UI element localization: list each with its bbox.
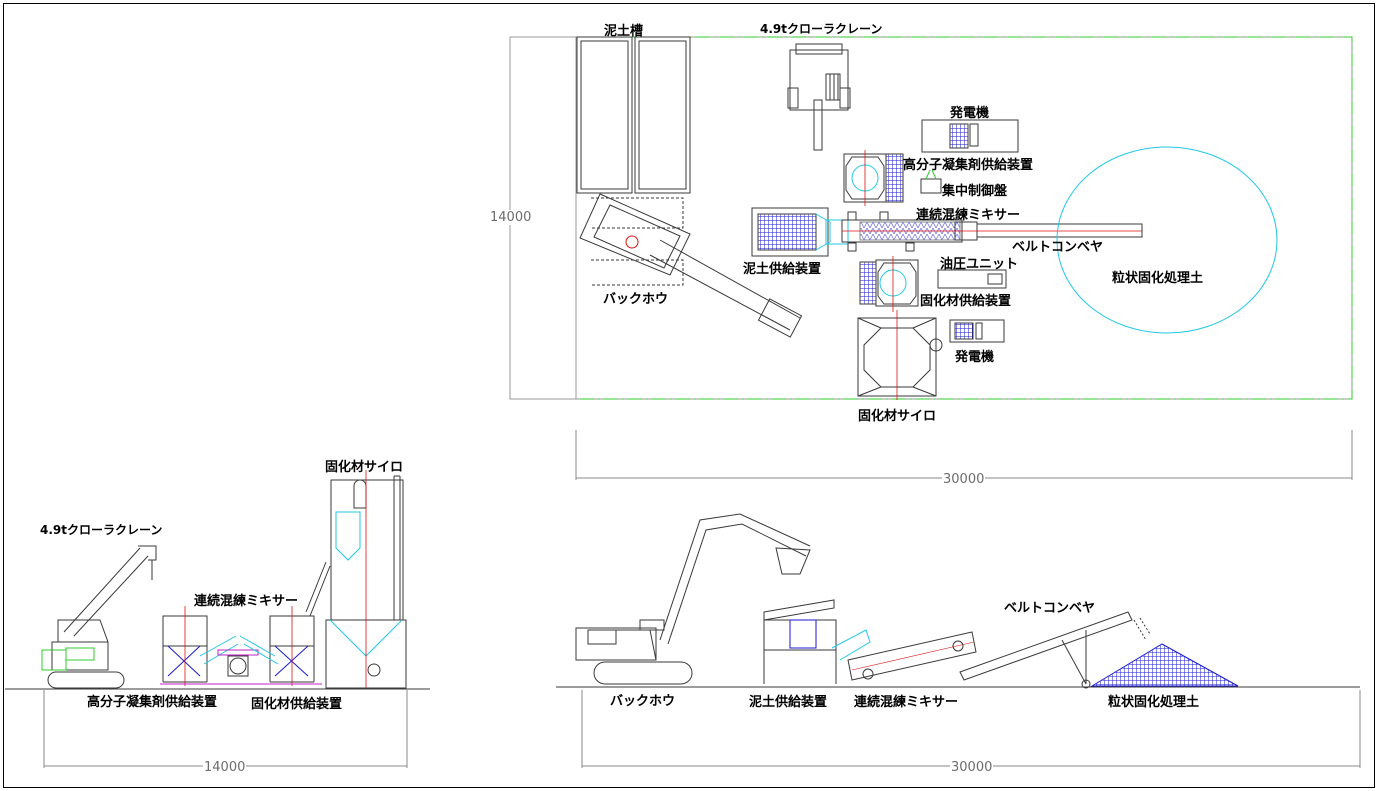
- mud-tank-shape: [576, 36, 691, 194]
- silo-plan-label: 固化材サイロ: [858, 409, 937, 424]
- side-width-dimension: 14000: [203, 760, 247, 775]
- plan-width-dimension: 30000: [942, 472, 986, 487]
- mixer-side-label: 連続混練ミキサー: [194, 594, 299, 609]
- belt-conveyor-plan-label: ベルトコンベヤ: [1012, 240, 1104, 255]
- generator-top-label: 発電機: [950, 106, 990, 121]
- silo-plan-shape: [857, 310, 943, 400]
- treated-soil-side-label: 粒状固化処理土: [1108, 695, 1200, 710]
- backhoe-side-shape: [575, 513, 811, 685]
- belt-conveyor-side-shape: [959, 611, 1133, 689]
- backhoe-plan-shape: [579, 193, 803, 338]
- treated-soil-plan-shape: [1056, 146, 1278, 334]
- plan-height-dimension: 14000: [489, 210, 533, 225]
- backhoe-side-label: バックホウ: [610, 694, 676, 709]
- solidifier-feeder-side-label: 固化材供給装置: [251, 697, 343, 712]
- side-elevation: [5, 470, 430, 768]
- mixer-plan-label: 連続混練ミキサー: [916, 208, 1021, 223]
- generator-plan-shape-2: [949, 319, 1005, 343]
- control-panel-label: 集中制御盤: [942, 184, 1008, 199]
- hydraulic-unit-plan-shape: [937, 269, 1007, 289]
- mixer-side-shape-2: [847, 631, 977, 681]
- generator-plan-shape: [921, 119, 1019, 153]
- drawing-frame: [3, 3, 1375, 788]
- mixer-front-label: 連続混練ミキサー: [854, 695, 959, 710]
- mud-feeder-plan-label: 泥土供給装置: [743, 262, 822, 277]
- front-width-dimension: 30000: [950, 760, 994, 775]
- solidifier-feeder-side-shape: [239, 606, 315, 686]
- mud-feeder-side-label: 泥土供給装置: [749, 695, 828, 710]
- polymer-feeder-side-shape: [162, 606, 239, 686]
- polymer-feeder-plan-shape: [843, 150, 904, 206]
- solidifier-feeder-plan-shape: [859, 256, 919, 312]
- generator-bottom-label: 発電機: [955, 350, 995, 365]
- control-panel-plan-shape: [920, 169, 942, 194]
- solidifier-feeder-plan-label: 固化材供給装置: [920, 294, 1012, 309]
- treated-soil-side-shape: [1090, 643, 1239, 687]
- hydraulic-unit-label: 油圧ユニット: [940, 257, 1019, 272]
- crane-side-label: 4.9tクローラクレーン: [40, 523, 163, 537]
- mixer-side-shape: [217, 649, 259, 677]
- silo-side-label: 固化材サイロ: [325, 460, 404, 475]
- plan-view: [509, 36, 1353, 480]
- mud-feeder-plan-shape: [751, 207, 849, 257]
- silo-side-shape: [305, 470, 407, 689]
- mud-tank-label: 泥土槽: [604, 24, 644, 39]
- mud-feeder-side-shape: [763, 599, 871, 684]
- belt-conveyor-side-label: ベルトコンベヤ: [1004, 601, 1096, 616]
- crane-side-shape: [41, 545, 157, 689]
- crane-plan-label: 4.9tクローラクレーン: [760, 22, 883, 36]
- mixer-conveyor-plan-shape: [841, 211, 1143, 252]
- front-elevation: [556, 513, 1361, 768]
- polymer-feeder-plan-label: 高分子凝集剤供給装置: [903, 158, 1034, 173]
- polymer-feeder-side-label: 高分子凝集剤供給装置: [87, 695, 218, 710]
- crane-plan-shape: [787, 43, 851, 151]
- treated-soil-plan-label: 粒状固化処理土: [1112, 271, 1204, 286]
- backhoe-plan-label: バックホウ: [603, 292, 669, 307]
